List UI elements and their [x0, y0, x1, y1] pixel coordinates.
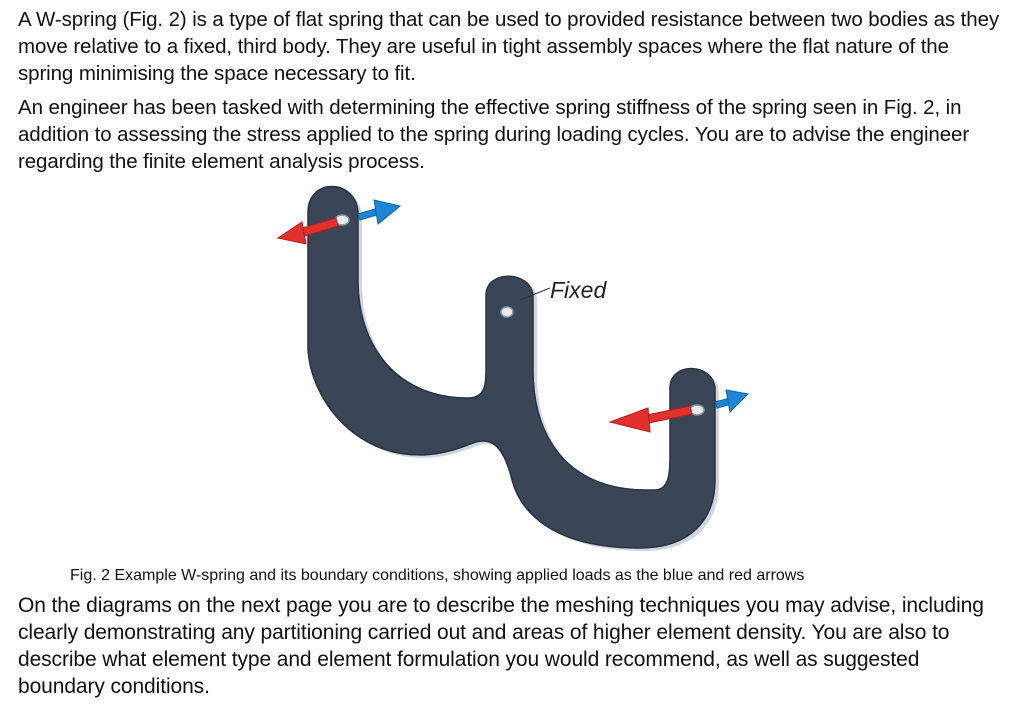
w-spring-body — [307, 185, 719, 551]
task-paragraph: An engineer has been tasked with determi… — [18, 96, 970, 173]
left-blue-arrow-icon — [357, 199, 402, 225]
intro-paragraph: A W-spring (Fig. 2) is a type of flat sp… — [18, 8, 1000, 85]
figure-caption: Fig. 2 Example W-spring and its boundary… — [70, 567, 805, 584]
w-spring-figure: Fixed — [250, 180, 770, 565]
fixed-leader-line — [519, 287, 551, 301]
right-blue-arrow-icon — [714, 389, 750, 414]
instructions-paragraph: On the diagrams on the next page you are… — [18, 594, 984, 698]
w-spring-diagram: Fixed — [276, 185, 750, 551]
fixed-label: Fixed — [550, 277, 607, 303]
center-mounting-hole-icon — [500, 306, 514, 318]
right-red-arrow-icon — [608, 405, 693, 433]
left-red-arrow-icon — [276, 217, 339, 245]
